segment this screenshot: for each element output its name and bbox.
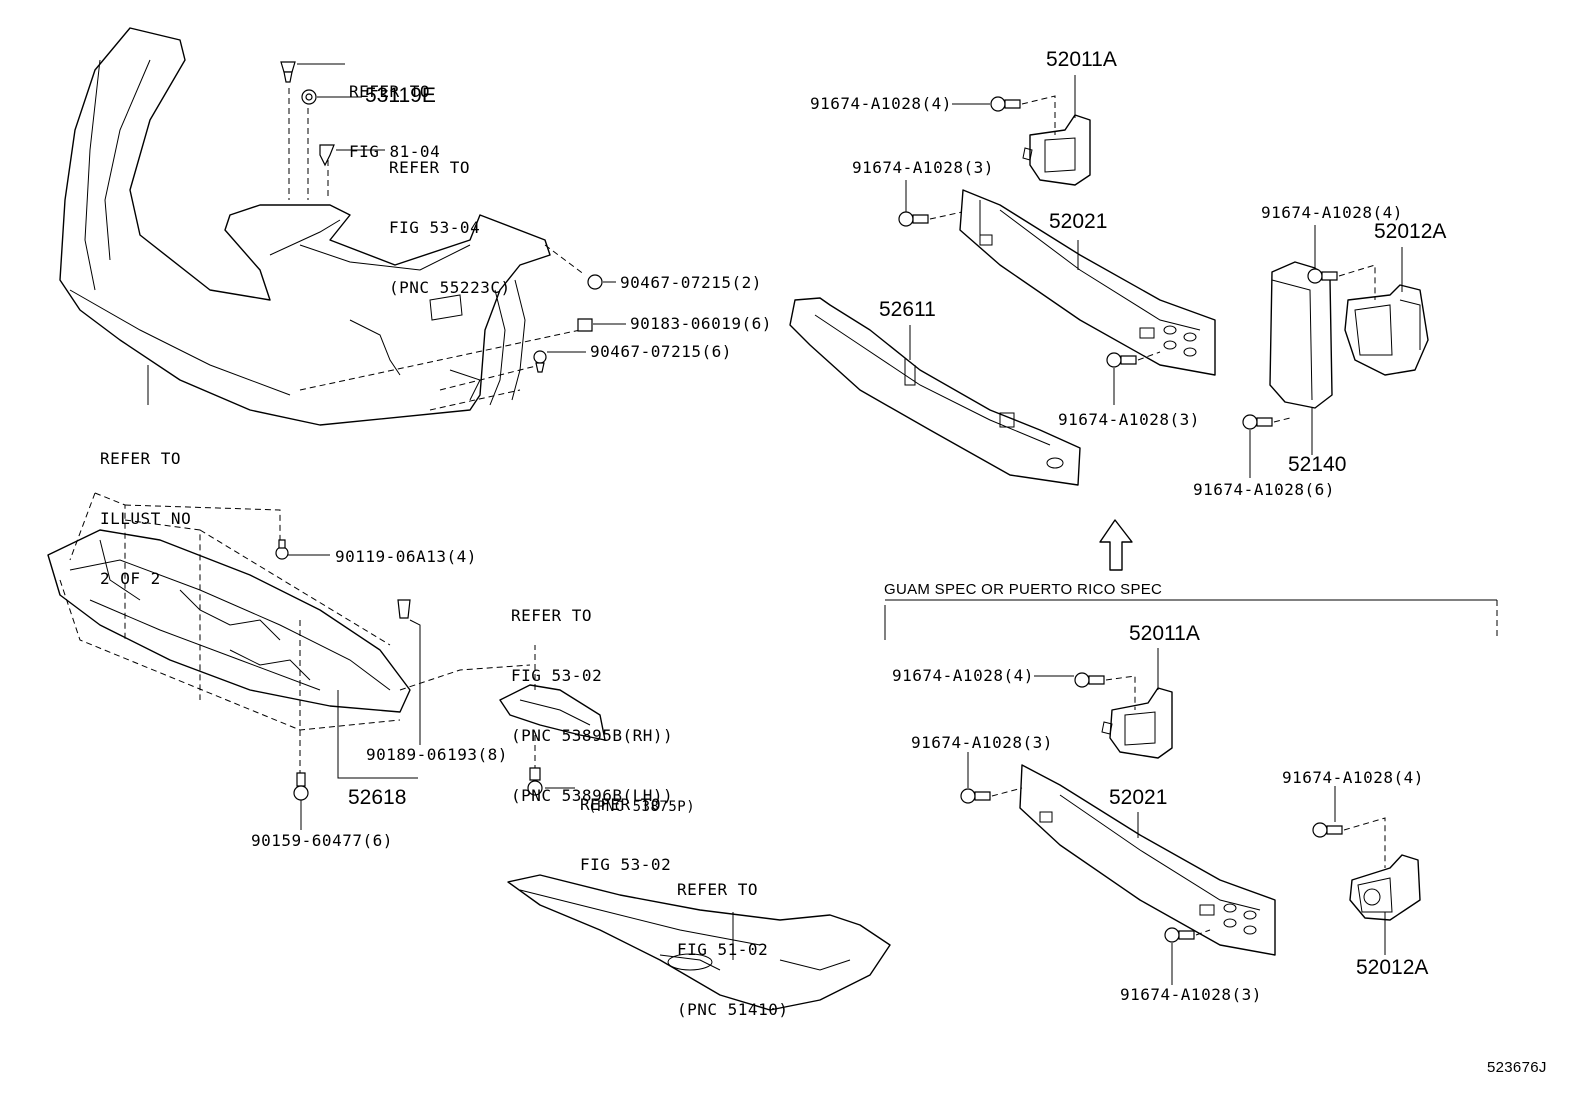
- bracket-52011A-top-drawing: [1022, 114, 1091, 186]
- upward-arrow-icon: [1099, 519, 1133, 571]
- callout-refer-fig-81-04: REFER TO FIG 81-04: [349, 42, 440, 182]
- callout-line: FIG 53-04: [389, 218, 481, 237]
- callout-line: FIG 51-02: [677, 940, 769, 959]
- reinforcement-52021-bottom-drawing: [1019, 764, 1276, 956]
- assembly-dash-lines-bumper: [288, 88, 586, 411]
- engine-under-cover-drawing: [507, 874, 891, 1011]
- part-number-53119E: 53119E: [365, 84, 436, 107]
- absorber-52611-drawing: [789, 297, 1081, 486]
- leader-lines-bottom-right: [967, 648, 1386, 985]
- assembly-dash-lines-under-cover: [59, 492, 531, 780]
- bolt-label-4-d: 91674-A1028(4): [1282, 768, 1424, 787]
- bolt-label-3-d: 91674-A1028(3): [1120, 985, 1262, 1004]
- bolt-label-3-a: 91674-A1028(3): [852, 158, 994, 177]
- part-number-52012A-bottom: 52012A: [1356, 956, 1429, 979]
- part-number-90189: 90189-06193(8): [366, 745, 508, 764]
- part-number-52618: 52618: [348, 786, 407, 809]
- clip-53119E-icon: [280, 61, 335, 167]
- callout-line: (PNC 55223C): [389, 278, 511, 297]
- callout-line: FIG 81-04: [349, 142, 441, 161]
- part-number-52021-top: 52021: [1049, 210, 1108, 233]
- callout-line: (PNC 53895B(RH)): [511, 726, 674, 745]
- callout-line: FIG 53-02: [511, 666, 603, 685]
- callout-refer-fig-53-04: REFER TO FIG 53-04 (PNC 55223C): [389, 118, 511, 318]
- illustration-number: 523676J: [1487, 1059, 1547, 1076]
- bracket-52140-drawing: [1269, 261, 1333, 409]
- part-number-52011A-top: 52011A: [1046, 48, 1117, 71]
- bolt-label-4-a: 91674-A1028(4): [810, 94, 952, 113]
- callout-line: REFER TO: [389, 158, 471, 177]
- part-number-52021-bottom: 52021: [1109, 786, 1168, 809]
- part-number-90159: 90159-60477(6): [251, 831, 393, 850]
- bolt-label-4-c: 91674-A1028(4): [892, 666, 1034, 685]
- part-number-90119: 90119-06A13(4): [335, 547, 477, 566]
- bracket-52011A-bottom-drawing: [1101, 687, 1173, 759]
- bolt-label-3-b: 91674-A1028(3): [1058, 410, 1200, 429]
- callout-line: FIG 53-02: [580, 855, 672, 874]
- part-number-90183: 90183-06019(6): [630, 314, 772, 333]
- leader-lines-top-left: [147, 63, 626, 405]
- callout-refer-fig-51-02: REFER TO FIG 51-02 (PNC 51410): [677, 840, 788, 1040]
- bolt-label-4-b: 91674-A1028(4): [1261, 203, 1403, 222]
- bolts-bottom-right: [960, 672, 1343, 943]
- dash-lines-bottom-right: [991, 675, 1386, 936]
- part-number-52611: 52611: [879, 298, 936, 321]
- part-number-90467-6: 90467-07215(6): [590, 342, 732, 361]
- bolt-icon: [533, 274, 603, 373]
- part-number-52140: 52140: [1288, 453, 1347, 476]
- spec-heading: GUAM SPEC OR PUERTO RICO SPEC: [884, 581, 1163, 598]
- callout-line: REFER TO: [511, 606, 593, 625]
- bolts-top-right: [898, 96, 1338, 430]
- bolt-label-3-c: 91674-A1028(3): [911, 733, 1053, 752]
- callout-line: REFER TO: [677, 880, 759, 899]
- callout-line: REFER TO: [349, 82, 431, 101]
- pnc-53875P: (PNC 53875P): [588, 799, 696, 815]
- bumper-cover-drawing: [59, 27, 551, 426]
- dash-lines-top-right: [929, 95, 1376, 423]
- fasteners-under-cover: [275, 539, 411, 801]
- leader-lines-top-right: [905, 75, 1403, 478]
- bracket-53895B-drawing: [499, 645, 606, 796]
- reinforcement-52021-top-drawing: [959, 189, 1216, 376]
- callout-line: (PNC 51410): [677, 1000, 789, 1019]
- callout-refer-fig-53-02-a: REFER TO FIG 53-02 (PNC 53895B(RH)) (PNC…: [511, 566, 673, 826]
- part-number-52012A-top: 52012A: [1374, 220, 1447, 243]
- leader-lines-under-cover: [288, 554, 421, 830]
- spec-bracket-line: [884, 599, 1498, 640]
- callout-refer-fig-53-02-b: REFER TO FIG 53-02: [580, 755, 671, 895]
- bracket-52012A-bottom-drawing: [1349, 854, 1421, 921]
- callout-line: (PNC 53896B(LH)): [511, 786, 674, 805]
- bolt-label-6: 91674-A1028(6): [1193, 480, 1335, 499]
- callout-line: ILLUST NO: [100, 509, 192, 528]
- callout-refer-illust: REFER TO ILLUST NO 2 OF 2: [100, 409, 191, 609]
- callout-line: 2 OF 2: [100, 569, 161, 588]
- callout-line: REFER TO: [100, 449, 182, 468]
- bracket-52012A-top-drawing: [1344, 284, 1429, 376]
- callout-line: REFER TO: [580, 795, 662, 814]
- part-number-52011A-bottom: 52011A: [1129, 622, 1200, 645]
- part-number-90467-2: 90467-07215(2): [620, 273, 762, 292]
